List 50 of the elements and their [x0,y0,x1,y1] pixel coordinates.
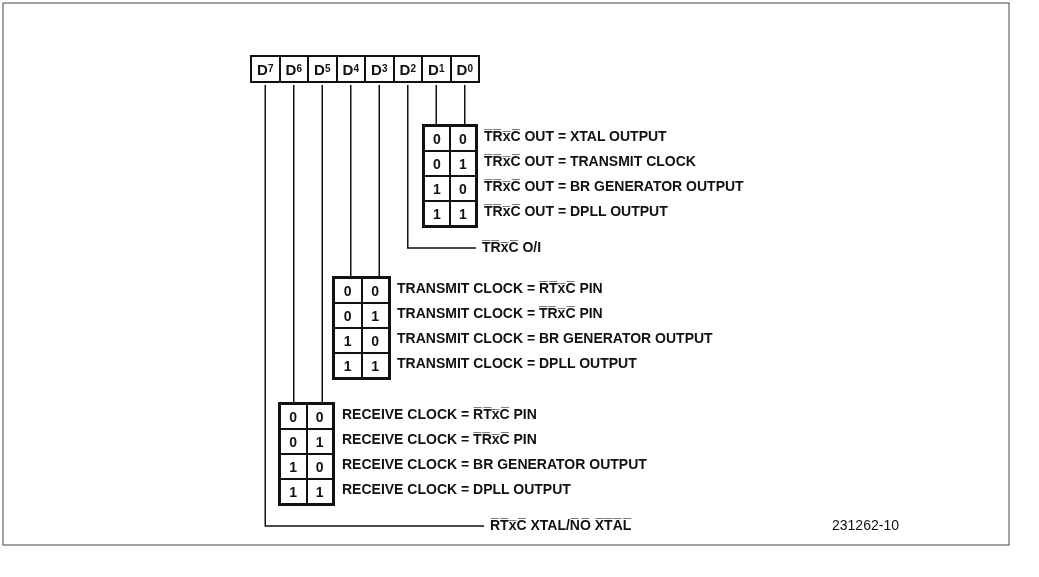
description-text: RECEIVE CLOCK = T̅R̅x̅C̅ PIN [342,430,537,448]
bit-value-cell: 0 [306,404,333,429]
description-text: RECEIVE CLOCK = R̅T̅x̅C̅ PIN [342,405,537,423]
bit-value-cell: 1 [450,151,476,176]
figure-number: 231262-10 [832,516,899,534]
description-text: T̅R̅x̅C̅ OUT = BR GENERATOR OUTPUT [484,177,744,195]
bit-value-cell: 0 [424,151,450,176]
bit-value-cell: 0 [424,126,450,151]
bit-value-cell: 1 [280,454,307,479]
bit-value-cell: 1 [306,479,333,504]
description-text: T̅R̅x̅C̅ OUT = XTAL OUTPUT [484,127,667,145]
bit-value-cell: 0 [334,303,362,328]
bit-value-cell: 0 [280,404,307,429]
connector-line [407,84,477,249]
connector-line [350,84,352,277]
bit-value-cell: 1 [424,201,450,226]
connector-line [264,84,485,527]
bit-value-cell: 1 [450,201,476,226]
truth-table [278,402,335,506]
bit-value-cell: 1 [361,353,389,378]
description-text: RECEIVE CLOCK = BR GENERATOR OUTPUT [342,455,647,473]
description-text: TRANSMIT CLOCK = T̅R̅x̅C̅ PIN [397,304,603,322]
bit-value-cell: 1 [334,353,362,378]
bit-value-cell: 1 [424,176,450,201]
bit-value-cell: 0 [280,429,307,454]
signal-label: T̅R̅x̅C̅ O/I [482,238,542,256]
connector-line [321,84,323,403]
description-text: TRANSMIT CLOCK = BR GENERATOR OUTPUT [397,329,713,347]
bit-value-cell: 0 [334,278,362,303]
bit-value-cell: 0 [361,278,389,303]
description-text: T̅R̅x̅C̅ OUT = DPLL OUTPUT [484,202,668,220]
connector-line [293,84,295,403]
bit-value-cell: 0 [450,176,476,201]
bit-value-cell: 1 [280,479,307,504]
bit-value-cell: 0 [450,126,476,151]
description-text: TRANSMIT CLOCK = DPLL OUTPUT [397,354,637,372]
bit-value-cell: 1 [306,429,333,454]
description-text: TRANSMIT CLOCK = R̅T̅x̅C̅ PIN [397,279,603,297]
connector-line [464,84,466,125]
connector-line [378,84,380,277]
bit-value-cell: 0 [306,454,333,479]
truth-table [422,124,478,228]
truth-table [332,276,391,380]
description-text: RECEIVE CLOCK = DPLL OUTPUT [342,480,571,498]
description-text: T̅R̅x̅C̅ OUT = TRANSMIT CLOCK [484,152,696,170]
bit-value-cell: 1 [334,328,362,353]
bit-value-cell: 1 [361,303,389,328]
connector-line [435,84,437,125]
bit-value-cell: 0 [361,328,389,353]
signal-label: R̅T̅x̅C̅ XTAL/N̅O̅ X̅T̅A̅L̅ [490,516,632,534]
